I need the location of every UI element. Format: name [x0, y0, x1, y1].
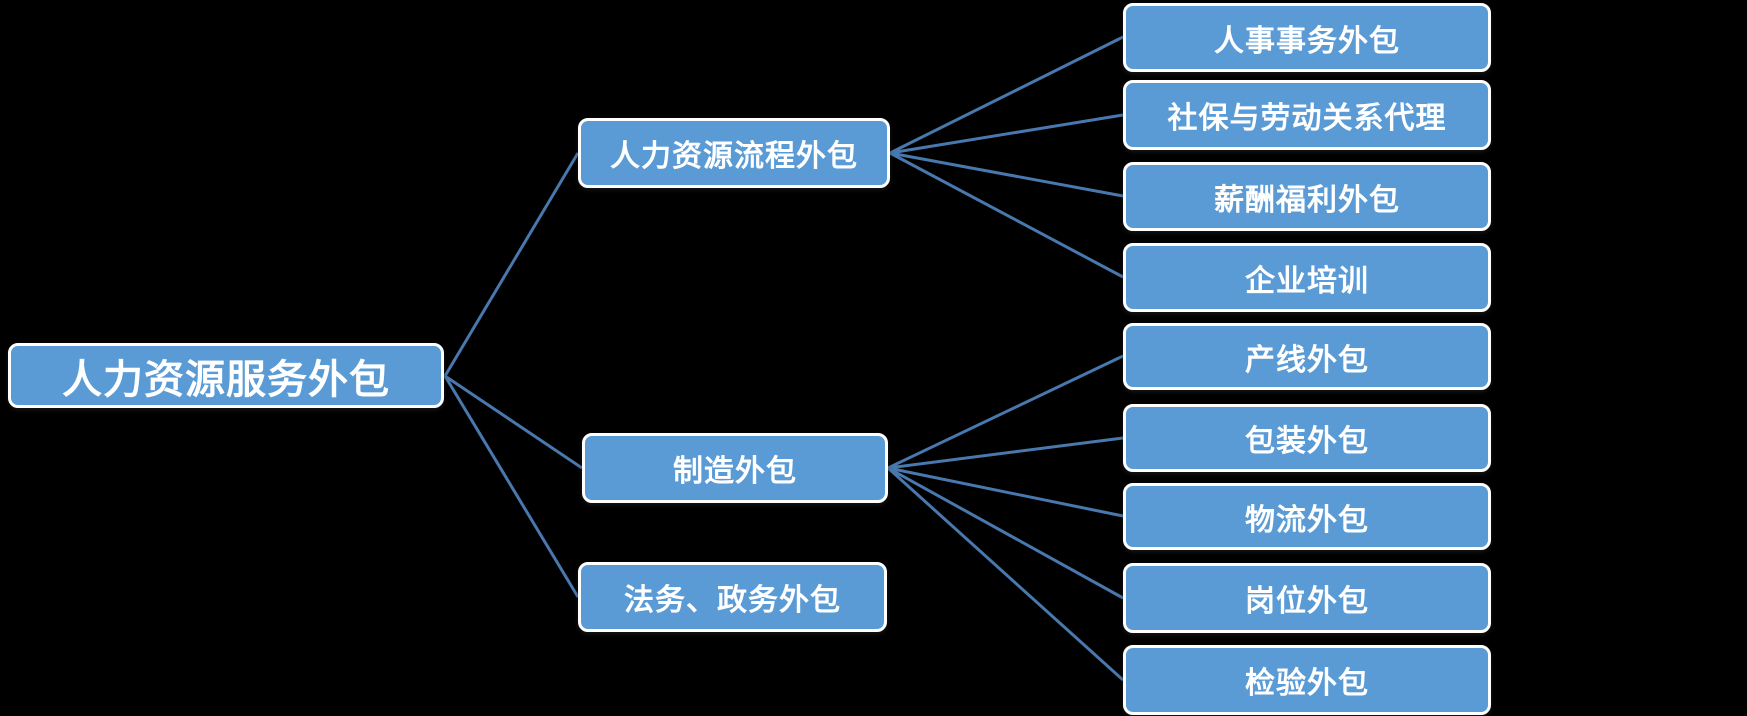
connector-line: [887, 354, 1124, 470]
node-branch-manufacturing: 制造外包: [582, 433, 888, 503]
connector-line: [443, 375, 580, 598]
node-leaf-logistics: 物流外包: [1123, 483, 1491, 550]
connector-line: [887, 466, 1124, 600]
node-leaf-production-line: 产线外包: [1123, 323, 1491, 390]
connector-line: [887, 466, 1124, 518]
connector-line: [889, 113, 1124, 155]
node-leaf-packaging: 包装外包: [1123, 404, 1491, 472]
node-leaf-corporate-training: 企业培训: [1123, 243, 1491, 312]
node-leaf-payroll-benefits: 薪酬福利外包: [1123, 162, 1491, 231]
node-root: 人力资源服务外包: [8, 343, 444, 408]
connector-line: [886, 466, 1125, 682]
connector-line: [444, 374, 583, 470]
connector-line: [889, 151, 1124, 198]
node-branch-legal-gov: 法务、政务外包: [578, 562, 887, 632]
connector-line: [889, 151, 1124, 279]
connector-line: [889, 35, 1124, 155]
connector-line: [443, 152, 580, 377]
node-leaf-position: 岗位外包: [1123, 563, 1491, 633]
node-branch-hr-process: 人力资源流程外包: [578, 118, 890, 188]
node-leaf-social-security-agency: 社保与劳动关系代理: [1123, 80, 1491, 150]
node-leaf-personnel-affairs: 人事事务外包: [1123, 3, 1491, 72]
connector-line: [887, 436, 1124, 470]
node-leaf-inspection: 检验外包: [1123, 645, 1491, 715]
